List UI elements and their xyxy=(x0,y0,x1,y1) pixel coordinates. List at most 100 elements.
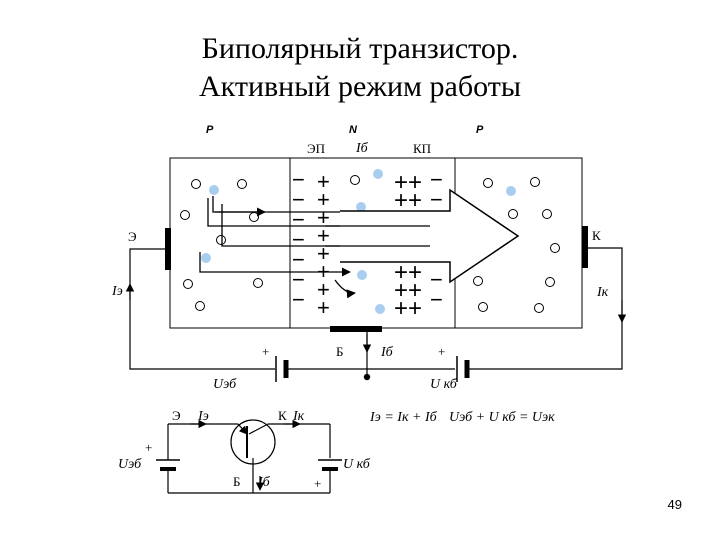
electron xyxy=(375,304,385,314)
schematic-collector-current: Iк xyxy=(292,409,305,424)
voltage-equation: Uэб + U кб = Uэк xyxy=(449,410,555,425)
base-terminal-label: Б xyxy=(336,344,343,359)
collector-current-label: Iк xyxy=(596,285,609,300)
svg-text:+: + xyxy=(317,187,330,212)
svg-text:+: + xyxy=(317,277,330,302)
hole xyxy=(530,177,540,187)
svg-text:+: + xyxy=(317,223,330,248)
emitter-junction-label: ЭП xyxy=(307,141,325,156)
base-current-label: Iб xyxy=(380,345,394,360)
hole xyxy=(237,179,247,189)
hole xyxy=(183,279,193,289)
svg-text:+: + xyxy=(317,169,330,194)
recombination-arrow xyxy=(334,279,356,299)
hole xyxy=(216,235,226,245)
injection-arrow xyxy=(221,204,351,251)
svg-text:++: ++ xyxy=(394,169,422,196)
region-n-base: N xyxy=(349,124,358,136)
svg-text:−: − xyxy=(292,167,305,192)
svg-text:+: + xyxy=(317,241,330,266)
schematic-plus-left: + xyxy=(145,440,152,455)
u-eb-label: Uэб xyxy=(213,377,237,392)
schematic-emitter-label: Э xyxy=(172,408,181,423)
svg-text:−: − xyxy=(430,267,443,292)
emitter-junction-minus-signs: − − − − − − − xyxy=(292,167,305,312)
hole xyxy=(542,209,552,219)
base-contact xyxy=(330,326,382,332)
collector-terminal-label: К xyxy=(592,228,601,243)
hole xyxy=(180,210,190,220)
hole xyxy=(534,303,544,313)
base-current-top-label: Iб xyxy=(355,141,369,156)
arrow-lines xyxy=(215,211,430,247)
battery-collector-base xyxy=(456,356,470,382)
external-circuit xyxy=(125,247,627,377)
svg-text:−: − xyxy=(292,267,305,292)
injection-arrow xyxy=(199,252,351,277)
hole xyxy=(191,179,201,189)
plus-left-label: + xyxy=(262,344,269,359)
injection-arrows xyxy=(199,196,356,299)
electron xyxy=(357,270,367,280)
collector-junction-label: КП xyxy=(413,141,431,156)
schematic-collector-label: К xyxy=(278,408,287,423)
schematic-plus-right: + xyxy=(314,476,321,491)
base-node xyxy=(363,373,371,381)
current-equation: Iэ = Iк + Iб xyxy=(369,410,438,425)
injection-arrow xyxy=(207,198,351,231)
electron xyxy=(201,253,211,263)
plus-right-label: + xyxy=(438,344,445,359)
svg-text:+: + xyxy=(317,295,330,320)
page-number: 49 xyxy=(667,497,682,512)
electron xyxy=(506,186,516,196)
hole xyxy=(195,301,205,311)
hole xyxy=(253,278,263,288)
svg-text:−: − xyxy=(292,287,305,312)
svg-text:−: − xyxy=(430,287,443,312)
svg-text:+: + xyxy=(317,205,330,230)
slide-title: Биполярный транзистор. Активный режим ра… xyxy=(0,30,720,106)
schematic-base-label: Б xyxy=(233,474,240,489)
hole xyxy=(478,302,488,312)
svg-text:−: − xyxy=(292,187,305,212)
hole xyxy=(545,277,555,287)
region-p-left: P xyxy=(206,124,214,136)
svg-text:++: ++ xyxy=(394,277,422,304)
hole xyxy=(350,175,360,185)
svg-text:−: − xyxy=(292,247,305,272)
emitter-terminal-label: Э xyxy=(128,229,137,244)
svg-text:++: ++ xyxy=(394,259,422,286)
schematic-emitter-current: Iэ xyxy=(197,409,209,424)
hole xyxy=(508,209,518,219)
schematic-u-eb: Uэб xyxy=(118,457,142,472)
emitter-contact xyxy=(165,228,171,270)
electron xyxy=(356,202,366,212)
schematic-base-current: Iб xyxy=(257,475,271,490)
svg-text:++: ++ xyxy=(394,187,422,214)
holes xyxy=(180,175,560,313)
hole xyxy=(483,178,493,188)
region-p-right: P xyxy=(476,124,484,136)
collector-flow-arrow xyxy=(340,188,520,284)
collector-contact xyxy=(582,226,588,268)
transistor-symbol-circle xyxy=(230,419,276,465)
electron xyxy=(373,169,383,179)
schematic-battery-right xyxy=(318,459,342,471)
u-kb-label: U кб xyxy=(430,377,458,392)
transistor-schematic xyxy=(167,419,331,494)
schematic-battery-left xyxy=(156,459,180,471)
hole xyxy=(550,243,560,253)
svg-text:++: ++ xyxy=(394,295,422,322)
hole xyxy=(249,212,259,222)
title-line-1: Биполярный транзистор. xyxy=(201,32,519,65)
emitter-junction-plus-signs: + + + + + + + + xyxy=(317,169,330,320)
emitter-current-label: Iэ xyxy=(111,284,123,299)
svg-text:−: − xyxy=(430,187,443,212)
injection-arrow xyxy=(212,196,266,217)
battery-emitter-base xyxy=(275,356,289,382)
electron xyxy=(209,185,219,195)
svg-text:−: − xyxy=(430,167,443,192)
hole xyxy=(473,276,483,286)
title-line-2: Активный режим работы xyxy=(199,70,521,103)
